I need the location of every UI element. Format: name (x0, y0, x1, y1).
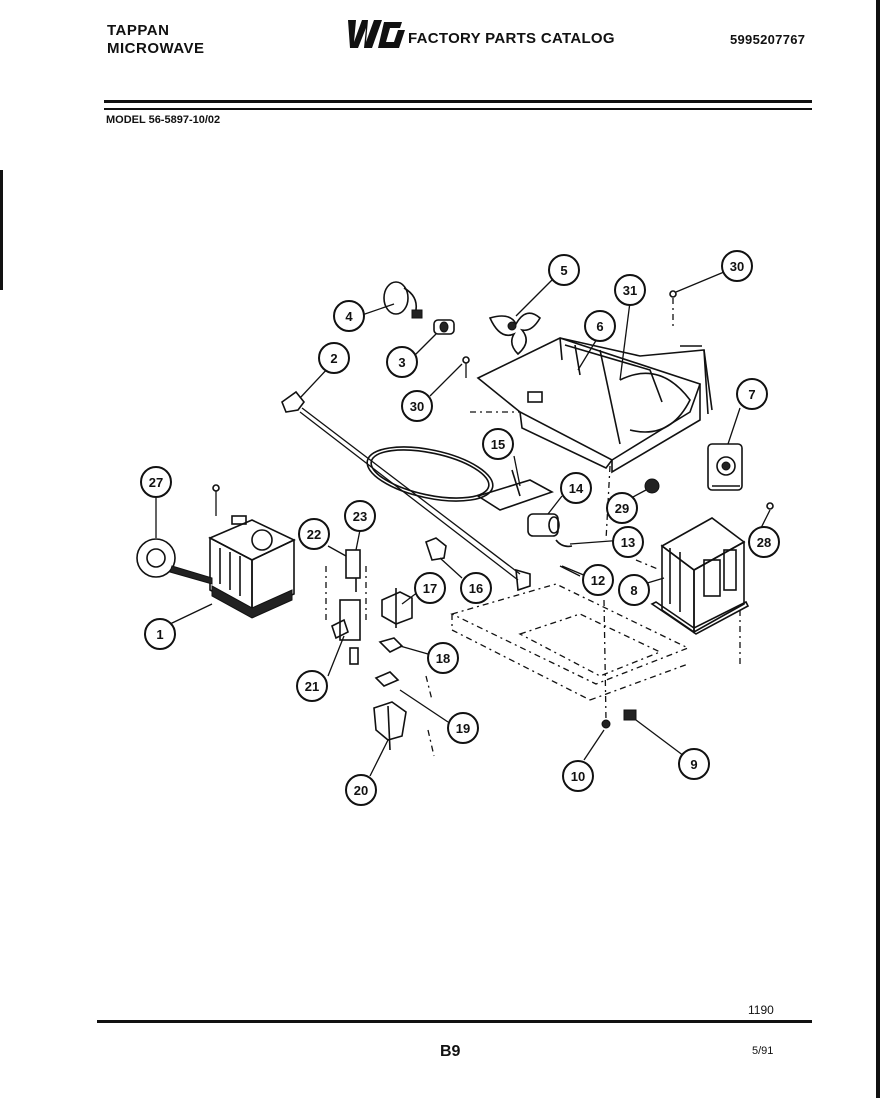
fan-bushing (433, 319, 455, 335)
brand-line-1: TAPPAN (107, 22, 170, 39)
callout-21: 21 (296, 670, 328, 702)
svg-text:3: 3 (398, 355, 405, 370)
callout-28: 28 (748, 526, 780, 558)
fan-blade (488, 312, 542, 356)
svg-text:27: 27 (149, 475, 163, 490)
svg-text:15: 15 (491, 437, 505, 452)
callout-17: 17 (414, 572, 446, 604)
callout-14: 14 (560, 472, 592, 504)
svg-text:6: 6 (596, 319, 603, 334)
svg-text:30: 30 (410, 399, 424, 414)
svg-text:12: 12 (591, 573, 605, 588)
svg-text:30: 30 (730, 259, 744, 274)
svg-text:19: 19 (456, 721, 470, 736)
callout-22: 22 (298, 518, 330, 550)
callout-30-lower: 30 (401, 390, 433, 422)
svg-text:2: 2 (330, 351, 337, 366)
callout-18: 18 (427, 642, 459, 674)
svg-text:17: 17 (423, 581, 437, 596)
svg-text:1: 1 (156, 627, 163, 642)
callout-1: 1 (144, 618, 176, 650)
svg-text:10: 10 (571, 769, 585, 784)
footer-date: 5/91 (752, 1045, 774, 1057)
callout-27: 27 (140, 466, 172, 498)
footer-rule (97, 1020, 812, 1023)
interlock-switch-assembly (325, 549, 367, 665)
callout-5: 5 (548, 254, 580, 286)
svg-text:7: 7 (748, 387, 755, 402)
callout-30-upper: 30 (721, 250, 753, 282)
svg-text:28: 28 (757, 535, 771, 550)
svg-text:21: 21 (305, 679, 319, 694)
svg-text:4: 4 (345, 309, 353, 324)
callout-6: 6 (584, 310, 616, 342)
callout-12: 12 (582, 564, 614, 596)
switch-parts (373, 537, 447, 757)
svg-text:18: 18 (436, 651, 450, 666)
svg-text:22: 22 (307, 527, 321, 542)
callout-3: 3 (386, 346, 418, 378)
callout-16: 16 (460, 572, 492, 604)
svg-text:31: 31 (623, 283, 637, 298)
header-rule-thin (104, 108, 812, 110)
model-number: MODEL 56-5897-10/02 (106, 114, 221, 126)
capacitor-assembly (476, 469, 581, 577)
fan-motor (383, 281, 423, 319)
wci-logo (348, 20, 405, 48)
brand-line-2: MICROWAVE (107, 40, 205, 57)
chassis-frame (470, 337, 713, 474)
svg-text:29: 29 (615, 501, 629, 516)
scan-edge-right (876, 0, 880, 1098)
high-voltage-transformer (650, 517, 750, 635)
catalog-title: FACTORY PARTS CATALOG (408, 30, 615, 47)
callout-19: 19 (447, 712, 479, 744)
callout-4: 4 (333, 300, 365, 332)
svg-text:8: 8 (630, 583, 637, 598)
callout-10: 10 (562, 760, 594, 792)
screws (212, 290, 774, 516)
header-rule-thick (104, 100, 812, 103)
svg-text:5: 5 (560, 263, 567, 278)
svg-text:16: 16 (469, 581, 483, 596)
svg-text:23: 23 (353, 509, 367, 524)
svg-text:14: 14 (569, 481, 584, 496)
callout-2: 2 (318, 342, 350, 374)
page-code: B9 (440, 1043, 461, 1060)
base-plate (450, 465, 741, 729)
callout-20: 20 (345, 774, 377, 806)
magnetron (208, 515, 296, 619)
nut (644, 478, 660, 494)
callout-31: 31 (614, 274, 646, 306)
turntable-motor (707, 443, 743, 491)
scan-edge-left (0, 170, 3, 290)
footer-code: 1190 (748, 1003, 774, 1017)
callout-13: 13 (612, 526, 644, 558)
thermal-cutout (136, 538, 213, 585)
callout-7: 7 (736, 378, 768, 410)
catalog-number: 5995207767 (730, 32, 806, 47)
callout-29: 29 (606, 492, 638, 524)
leader-lines (155, 271, 771, 777)
svg-text:20: 20 (354, 783, 368, 798)
callout-23: 23 (344, 500, 376, 532)
svg-text:13: 13 (621, 535, 635, 550)
callout-8: 8 (618, 574, 650, 606)
svg-text:9: 9 (690, 757, 697, 772)
callout-15: 15 (482, 428, 514, 460)
callout-9: 9 (678, 748, 710, 780)
